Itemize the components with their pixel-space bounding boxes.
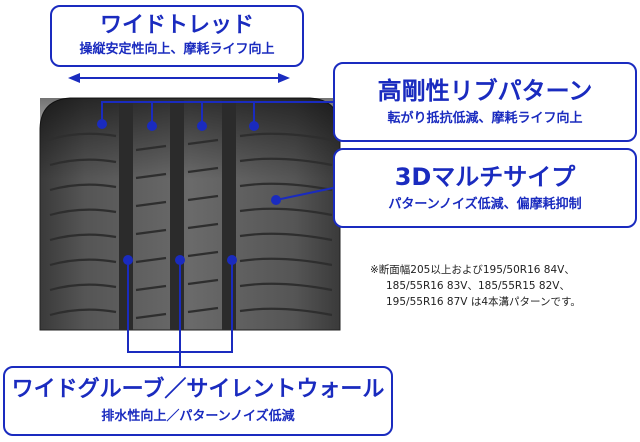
sipes	[47, 132, 333, 320]
groove-3	[222, 100, 236, 330]
callout-rib-pattern-subtitle: 転がり抵抗低減、摩耗ライフ向上	[387, 111, 583, 126]
groove-1	[119, 100, 133, 330]
tire-top-shade	[40, 98, 340, 330]
callout-rib-pattern: 高剛性リブパターン 転がり抵抗低減、摩耗ライフ向上	[333, 62, 637, 142]
wide-groove-dots	[123, 255, 237, 265]
wide-groove-leader	[127, 260, 233, 366]
callout-wide-groove-subtitle: 排水性向上／パターンノイズ低減	[101, 409, 295, 424]
callout-multi-sipe: 3Dマルチサイプ パターンノイズ低減、偏摩耗抑制	[333, 148, 637, 228]
callout-wide-groove-title: ワイドグルーブ／サイレントウォール	[11, 377, 385, 402]
callout-wide-groove: ワイドグルーブ／サイレントウォール 排水性向上／パターンノイズ低減	[3, 366, 393, 436]
rib-pattern-dots	[97, 119, 259, 131]
groove-2	[170, 100, 184, 330]
rib-pattern-leader	[101, 101, 333, 124]
multi-sipe-leader	[271, 187, 334, 205]
pattern-note-line: ※断面幅205以上および195/50R16 84V、	[370, 264, 575, 276]
wide-tread-arrow	[68, 73, 290, 83]
callout-wide-tread-subtitle: 操縦安定性向上、摩耗ライフ向上	[79, 42, 275, 57]
callout-rib-pattern-title: 高剛性リブパターン	[377, 77, 593, 105]
pattern-note-line: 185/55R16 83V、185/55R15 82V、	[386, 280, 570, 292]
callout-wide-tread-title: ワイドトレッド	[99, 13, 254, 38]
pattern-note-line: 195/55R16 87V は4本溝パターンです。	[386, 296, 581, 308]
pattern-note: ※断面幅205以上および195/50R16 84V、 185/55R16 83V…	[370, 262, 636, 310]
callout-multi-sipe-subtitle: パターンノイズ低減、偏摩耗抑制	[388, 197, 582, 212]
callout-multi-sipe-title: 3Dマルチサイプ	[394, 163, 576, 191]
callout-wide-tread: ワイドトレッド 操縦安定性向上、摩耗ライフ向上	[50, 5, 304, 67]
